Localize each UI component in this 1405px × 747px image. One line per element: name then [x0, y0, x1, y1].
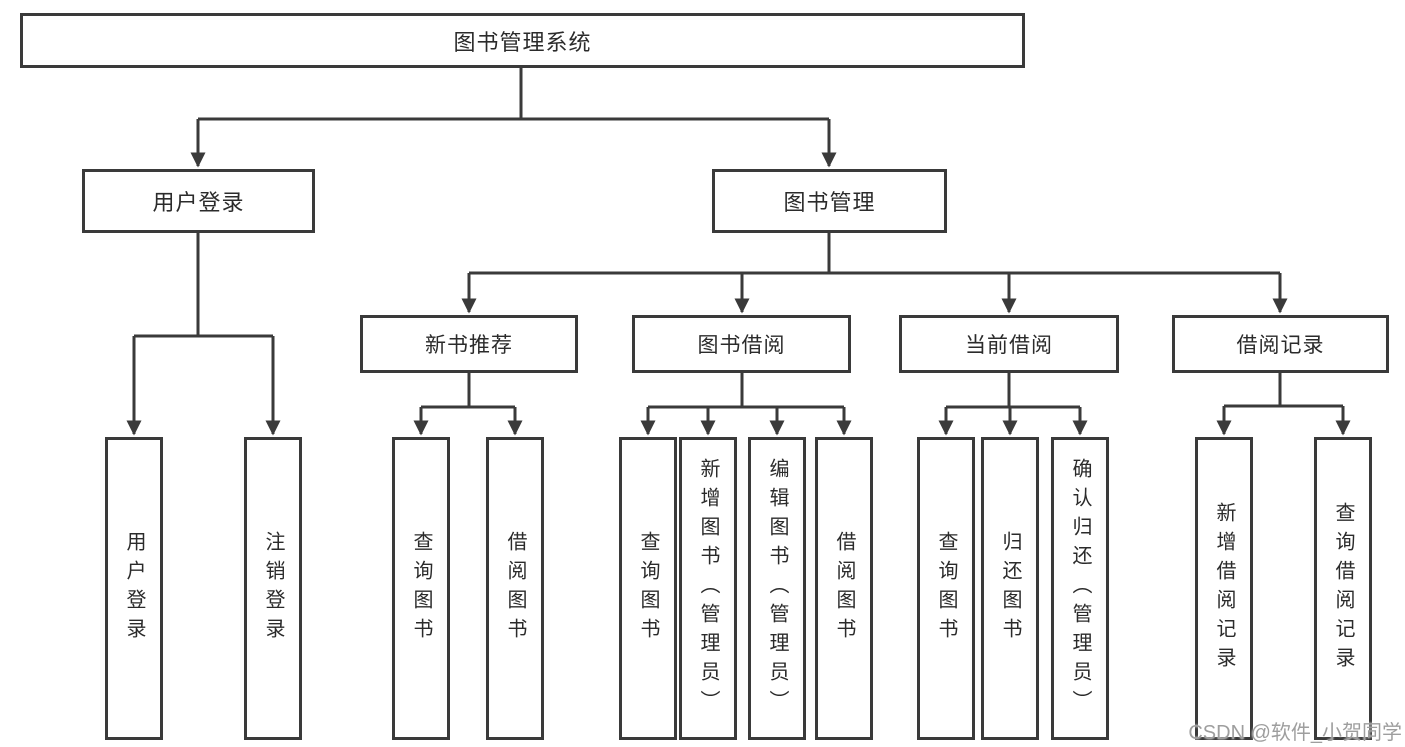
leaf-borrowing-query-books-label: 查询图书 — [637, 530, 659, 647]
node-book-borrowing: 图书借阅 — [632, 315, 851, 373]
leaf-logout: 注销登录 — [244, 437, 302, 740]
node-user-login-label: 用户登录 — [152, 190, 245, 215]
node-user-login: 用户登录 — [82, 169, 315, 233]
leaf-user-login: 用户登录 — [105, 437, 163, 740]
leaf-recommend-query-books: 查询图书 — [392, 437, 450, 740]
leaf-logout-label: 注销登录 — [262, 530, 284, 647]
leaf-add-books-admin: 新增图书（管理员） — [679, 437, 737, 740]
leaf-confirm-return-admin-label: 确认归还（管理员） — [1069, 458, 1091, 719]
leaf-return-books-label: 归还图书 — [999, 530, 1021, 647]
leaf-query-borrow-record: 查询借阅记录 — [1314, 437, 1372, 740]
node-book-management: 图书管理 — [712, 169, 947, 233]
leaf-borrow-books: 借阅图书 — [815, 437, 873, 740]
node-borrowing-records: 借阅记录 — [1172, 315, 1389, 373]
leaf-current-query-books: 查询图书 — [917, 437, 975, 740]
leaf-borrow-books-label: 借阅图书 — [833, 530, 855, 647]
leaf-add-borrow-record: 新增借阅记录 — [1195, 437, 1253, 740]
node-new-book-recommend: 新书推荐 — [360, 315, 578, 373]
leaf-recommend-borrow-books-label: 借阅图书 — [504, 530, 526, 647]
node-book-borrowing-label: 图书借阅 — [697, 334, 786, 357]
node-current-borrowing: 当前借阅 — [899, 315, 1119, 373]
node-book-management-label: 图书管理 — [783, 190, 876, 215]
node-borrowing-records-label: 借阅记录 — [1236, 334, 1325, 357]
leaf-recommend-query-books-label: 查询图书 — [410, 530, 432, 647]
node-system-root-label: 图书管理系统 — [453, 29, 592, 55]
leaf-confirm-return-admin: 确认归还（管理员） — [1051, 437, 1109, 740]
leaf-query-borrow-record-label: 查询借阅记录 — [1332, 501, 1354, 676]
csdn-watermark: CSDN @软件_小贺同学 — [1188, 722, 1402, 744]
node-system-root: 图书管理系统 — [20, 13, 1025, 68]
leaf-user-login-label: 用户登录 — [123, 530, 145, 647]
leaf-add-books-admin-label: 新增图书（管理员） — [697, 458, 719, 719]
leaf-edit-books-admin-label: 编辑图书（管理员） — [766, 458, 788, 719]
leaf-edit-books-admin: 编辑图书（管理员） — [748, 437, 806, 740]
node-current-borrowing-label: 当前借阅 — [965, 334, 1053, 357]
leaf-borrowing-query-books: 查询图书 — [619, 437, 677, 740]
node-new-book-recommend-label: 新书推荐 — [425, 334, 513, 357]
leaf-add-borrow-record-label: 新增借阅记录 — [1213, 501, 1235, 676]
leaf-return-books: 归还图书 — [981, 437, 1039, 740]
leaf-recommend-borrow-books: 借阅图书 — [486, 437, 544, 740]
leaf-current-query-books-label: 查询图书 — [935, 530, 957, 647]
